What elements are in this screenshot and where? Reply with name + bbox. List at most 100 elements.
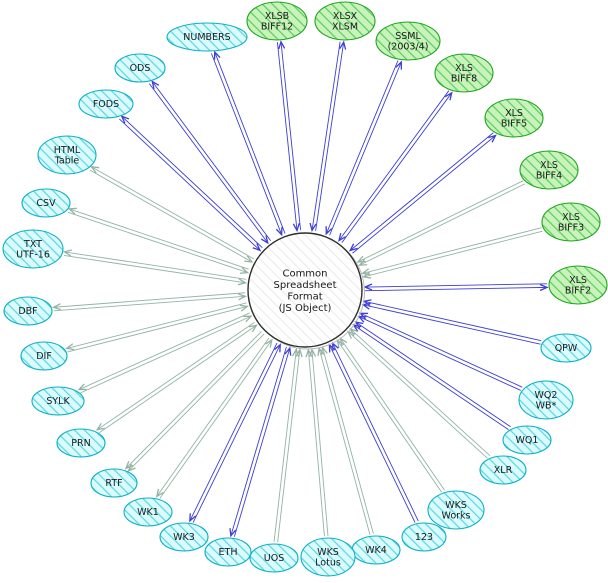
- edge-line: [326, 60, 399, 234]
- edge-line: [129, 333, 265, 471]
- edge-fods: [119, 116, 263, 250]
- node-label-ssml-2003-4: SSML(2003/4): [388, 31, 429, 53]
- edge-html-table: [89, 167, 254, 262]
- edge-line: [126, 331, 262, 468]
- edge-xls-biff2: [365, 283, 547, 292]
- node-shape-xlsx-xlsm: [314, 1, 376, 41]
- diagram-node-wk1: WK1: [123, 497, 173, 527]
- edge-line: [312, 41, 341, 231]
- edge-line: [98, 325, 256, 434]
- edge-csv: [68, 209, 249, 273]
- node-shape-wq1: [502, 425, 552, 455]
- edge-line: [54, 292, 246, 308]
- edge-line: [233, 348, 289, 537]
- edge-line: [79, 312, 250, 390]
- node-label-csv: CSV: [36, 198, 56, 209]
- edge-line: [365, 287, 547, 292]
- edge-xls-biff8: [339, 90, 452, 243]
- edge-line: [359, 317, 521, 391]
- node-label-dif: DIF: [36, 351, 52, 362]
- edge-line: [315, 42, 344, 231]
- node-label-wk4: WK4: [365, 545, 387, 556]
- edge-line: [281, 42, 302, 231]
- node-shape-csv: [21, 188, 71, 218]
- edge-line: [364, 230, 543, 277]
- node-label-sylk: SYLK: [46, 396, 70, 407]
- diagram-node-ods: ODS: [114, 53, 166, 83]
- edge-wq2-wb: [359, 313, 523, 391]
- edge-line: [119, 118, 260, 250]
- edge-line: [356, 322, 511, 428]
- edge-wks-lotus: [308, 350, 329, 537]
- edge-line: [69, 209, 249, 270]
- edge-line: [360, 183, 526, 265]
- center-circle: [247, 232, 363, 348]
- diagram-node-wk4: WK4: [351, 535, 401, 565]
- edge-line: [273, 349, 296, 542]
- node-shape-txt-utf16: [2, 229, 64, 269]
- edge-line: [148, 83, 267, 243]
- node-shape-ods: [114, 53, 166, 83]
- edge-line: [231, 346, 287, 536]
- edge-line: [358, 180, 524, 262]
- edge-wk3: [190, 342, 280, 523]
- node-shape-wk3: [159, 522, 209, 552]
- edge-line: [329, 345, 416, 523]
- node-label-rtf: RTF: [105, 478, 122, 489]
- edge-uos: [273, 349, 300, 543]
- node-shape-uos: [249, 543, 299, 573]
- edge-sylk: [79, 312, 251, 394]
- edge-dbf: [54, 292, 246, 312]
- edge-line: [67, 306, 248, 353]
- edge-prn: [97, 321, 256, 434]
- edge-qpw: [363, 301, 542, 345]
- edge-line: [341, 93, 452, 243]
- edge-ssml-2003-4: [326, 60, 402, 236]
- edge-xls-biff5: [350, 132, 495, 254]
- node-label-uos: UOS: [264, 553, 284, 564]
- diagram-node-dbf: DBF: [3, 296, 53, 326]
- edge-line: [277, 350, 300, 543]
- diagram-node-wk3: WK3: [159, 522, 209, 552]
- edge-line: [350, 132, 494, 251]
- node-label-n123: 123: [415, 532, 433, 543]
- edge-line: [159, 340, 272, 499]
- diagram-node-qpw: QPW: [540, 333, 592, 363]
- edge-txt-utf16: [64, 252, 246, 283]
- edge-dif: [67, 302, 248, 353]
- edge-line: [352, 136, 495, 254]
- edge-line: [276, 42, 297, 230]
- node-shape-xls-biff8: [434, 53, 494, 93]
- edge-numbers: [210, 52, 286, 235]
- edge-line: [122, 116, 263, 249]
- node-label-dbf: DBF: [18, 306, 37, 317]
- node-shape-xls-biff3: [541, 202, 601, 242]
- node-label-wk3: WK3: [173, 532, 195, 543]
- edge-line: [329, 62, 402, 236]
- node-shape-xls-biff4: [519, 150, 579, 190]
- diagram-node-ssml-2003-4: SSML(2003/4): [375, 21, 441, 61]
- diagram-node-prn: PRN: [56, 428, 106, 458]
- diagram-node-wq1: WQ1: [502, 425, 552, 455]
- edge-line: [340, 338, 445, 491]
- edge-line: [192, 345, 280, 523]
- edge-line: [190, 342, 278, 521]
- edge-wks-works: [337, 338, 445, 493]
- edge-n123: [329, 343, 419, 523]
- node-shape-fods: [78, 89, 134, 119]
